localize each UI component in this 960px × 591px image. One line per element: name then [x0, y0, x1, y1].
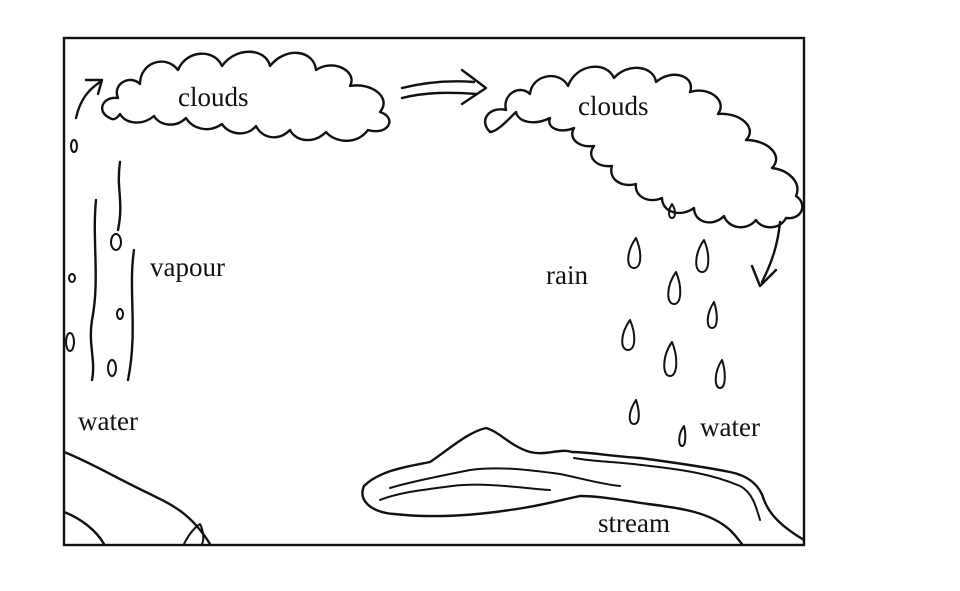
raindrop [678, 425, 687, 447]
label-stream: stream [598, 508, 670, 538]
stream-ripple [573, 457, 761, 521]
label-vapour: vapour [150, 252, 225, 282]
raindrop [667, 271, 682, 305]
vapour-droplet [110, 233, 122, 251]
raindrop [627, 237, 642, 269]
cloud-right [483, 65, 804, 229]
raindrops [621, 203, 726, 447]
vapour-line-1 [89, 198, 98, 382]
rain-arrowhead [750, 264, 778, 288]
label-water-left: water [78, 406, 138, 436]
diagram-frame [62, 36, 806, 547]
raindrop [621, 319, 636, 351]
label-clouds-right: clouds [578, 91, 649, 121]
river-bank-detail [183, 523, 205, 545]
rain-arrow [760, 220, 782, 284]
vapour-line-3 [126, 248, 136, 382]
label-clouds-left: clouds [178, 82, 249, 112]
stream-outline [361, 484, 744, 546]
raindrop [695, 239, 710, 273]
wind-arrow-line [400, 91, 478, 100]
label-water-right: water [700, 412, 760, 442]
vapour-droplet [70, 139, 78, 153]
stream-inner-bank [389, 467, 621, 489]
vapour-droplet [116, 308, 124, 320]
vapour-line-2 [116, 160, 122, 232]
raindrop [668, 203, 676, 219]
label-rain: rain [546, 260, 588, 290]
river-bank-lower [62, 510, 106, 546]
raindrop [628, 399, 640, 425]
river-bank-upper [62, 450, 212, 546]
vapour-droplet [68, 273, 76, 283]
raindrop [706, 301, 718, 329]
vapour-droplet [107, 359, 117, 377]
stream-inner-channel [379, 483, 551, 501]
wind-arrow [400, 80, 476, 90]
evaporation-arrow [74, 80, 102, 120]
stream-hill [362, 426, 806, 542]
raindrop [663, 341, 678, 377]
evaporation-arrowhead [84, 78, 104, 96]
raindrop [714, 359, 726, 389]
wind-arrowhead [460, 68, 488, 106]
vapour-droplet [65, 332, 75, 352]
cloud-left [100, 50, 391, 142]
